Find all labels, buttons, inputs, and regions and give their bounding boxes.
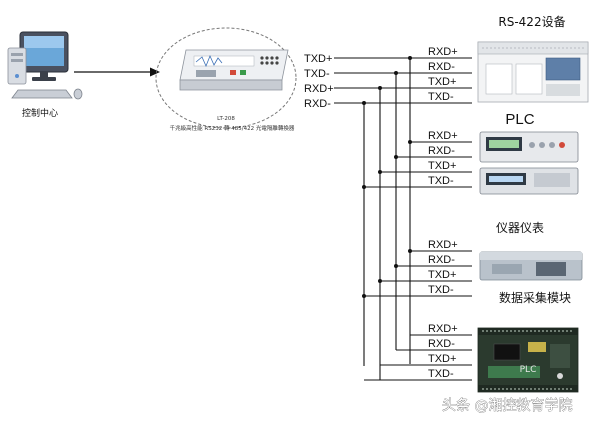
- device-2-pins: RXD+ RXD- TXD+ TXD-: [428, 130, 458, 187]
- device-pin-label: RXD-: [428, 145, 455, 157]
- device-pin-label: TXD-: [428, 175, 454, 187]
- data-acquisition-module-image: [479, 251, 583, 281]
- device-title: RS-422设备: [498, 15, 565, 29]
- source-pin-label: TXD-: [304, 68, 330, 80]
- device-1-pins: RXD+ RXD- TXD+ TXD-: [428, 46, 458, 103]
- rs422-device-image: [477, 41, 589, 103]
- device-pin-label: RXD+: [428, 46, 458, 58]
- device-pin-label: TXD+: [428, 76, 456, 88]
- device-pin-label: RXD+: [428, 323, 458, 335]
- source-pin-label: RXD-: [304, 98, 331, 110]
- device-pin-label: RXD-: [428, 61, 455, 73]
- device-pin-label: TXD+: [428, 353, 456, 365]
- plc-board-image: [477, 327, 579, 393]
- converter-caption: 千兆級高性能 RS232 轉 485/422 光電隔離轉換器: [170, 124, 295, 132]
- plc-instrument-image: [479, 131, 579, 195]
- device-title: PLC: [505, 111, 534, 128]
- device-pin-label: RXD+: [428, 130, 458, 142]
- source-pin-label: TXD+: [304, 53, 332, 65]
- bus-wiring: [334, 57, 472, 381]
- device-pin-label: RXD-: [428, 254, 455, 266]
- device-3-pins: RXD+ RXD- TXD+ TXD-: [428, 239, 458, 296]
- device-title: PLC: [520, 365, 537, 375]
- device-4-pins: RXD+ RXD- TXD+ TXD-: [428, 323, 458, 380]
- source-pin-label: RXD+: [304, 83, 334, 95]
- converter-device-image: [179, 49, 289, 91]
- device-title: 仪器仪表: [496, 221, 544, 235]
- device-pin-label: RXD+: [428, 239, 458, 251]
- converter-model: LT-208: [217, 116, 235, 122]
- control-center-label: 控制中心: [22, 107, 58, 119]
- device-pin-label: TXD-: [428, 284, 454, 296]
- wire-junctions: [362, 56, 412, 298]
- link-arrow: [74, 67, 160, 77]
- device-pin-label: TXD+: [428, 269, 456, 281]
- computer-icon: [7, 31, 83, 100]
- device-pin-label: TXD-: [428, 368, 454, 380]
- watermark-text: 头条 @湘控教育学院: [442, 397, 572, 414]
- source-pin-labels: TXD+ TXD- RXD+ RXD-: [304, 53, 334, 110]
- device-title: 数据采集模块: [499, 290, 571, 305]
- converter-highlight: [155, 27, 297, 129]
- device-pin-label: RXD-: [428, 338, 455, 350]
- device-pin-label: TXD+: [428, 160, 456, 172]
- device-pin-label: TXD-: [428, 91, 454, 103]
